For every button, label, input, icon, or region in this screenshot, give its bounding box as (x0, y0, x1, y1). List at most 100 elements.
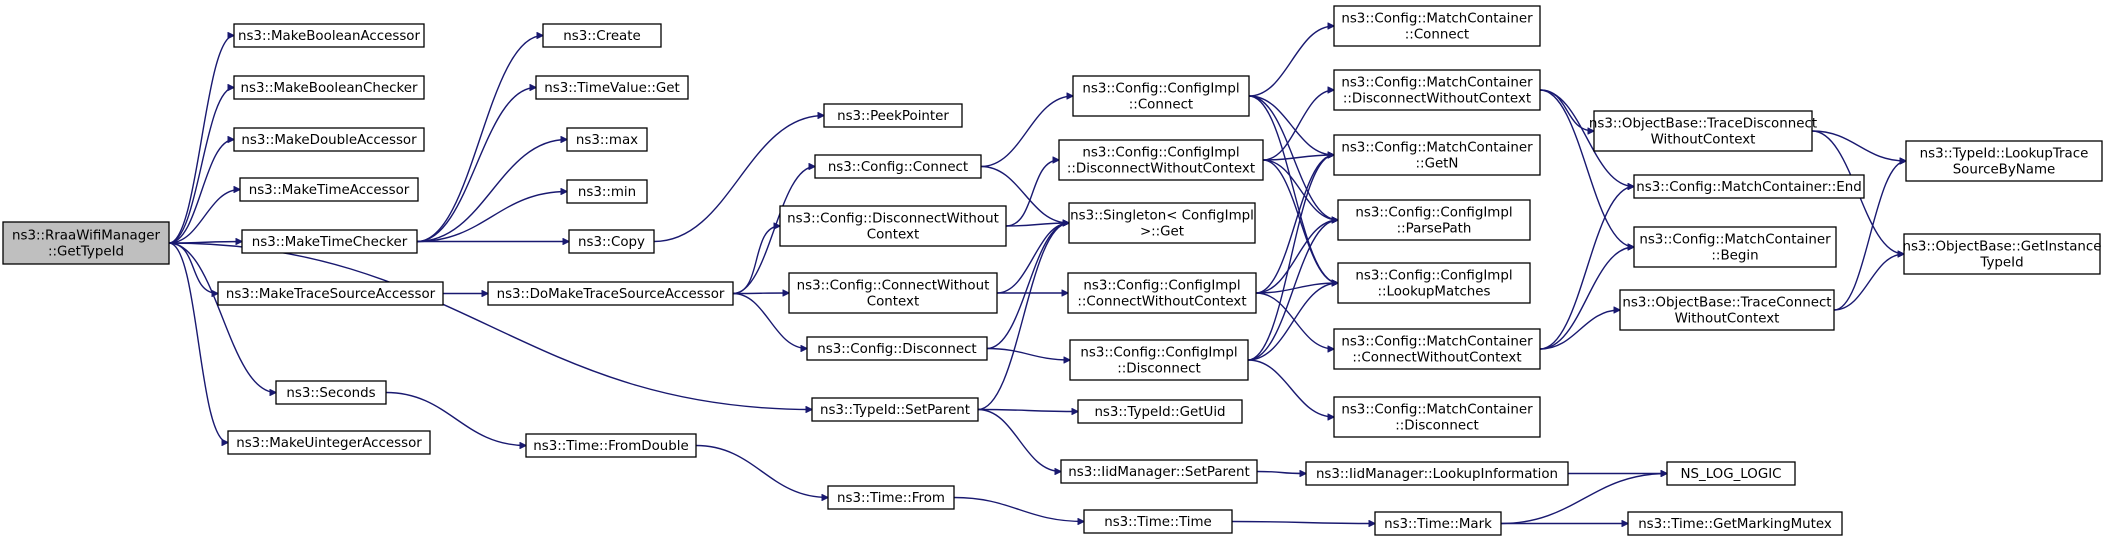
node-tvget[interactable]: ns3::TimeValue::Get (535, 75, 689, 100)
node-mccon[interactable]: ns3::Config::MatchContainer::Connect (1333, 5, 1541, 47)
edge-arrow (1539, 89, 1594, 131)
edge-cicwc-to-mcgetn (1255, 155, 1334, 294)
node-obtcwc[interactable]: ns3::ObjectBase::TraceConnectWithoutCont… (1619, 289, 1835, 331)
node-label: ns3::Config::MatchContainer::End (1636, 180, 1862, 195)
node-box (487, 281, 734, 306)
node-mcend[interactable]: ns3::Config::MatchContainer::End (1633, 174, 1865, 199)
node-label: ::Connect (1129, 98, 1193, 113)
edge-root-to-mda (168, 140, 234, 244)
node-obtdwc[interactable]: ns3::ObjectBase::TraceDisconnectWithoutC… (1589, 110, 1817, 152)
node-box (1069, 339, 1249, 381)
node-tgmm[interactable]: ns3::Time::GetMarkingMutex (1627, 511, 1843, 536)
edge-cidisc-to-mcgetn (1247, 155, 1334, 361)
edge-arrow (1247, 283, 1338, 361)
node-cicwc[interactable]: ns3::Config::ConfigImpl::ConnectWithoutC… (1067, 272, 1257, 314)
node-box (568, 229, 655, 254)
edge-arrow (1539, 187, 1634, 350)
edge-mcdwc-to-obtdwc (1539, 89, 1594, 131)
edge-cicon-to-cilookup (1248, 95, 1338, 283)
node-mtc[interactable]: ns3::MakeTimeChecker (241, 229, 418, 254)
node-mcdwc[interactable]: ns3::Config::MatchContainer::DisconnectW… (1333, 69, 1541, 111)
node-ciparse[interactable]: ns3::Config::ConfigImpl::ParsePath (1337, 199, 1531, 241)
edges-layer (168, 26, 1906, 525)
node-label: ns3::MakeUintegerAccessor (236, 436, 422, 451)
node-tsp[interactable]: ns3::TypeId::SetParent (811, 397, 979, 422)
node-label: ns3::PeekPointer (837, 109, 949, 124)
edge-mccwc-to-mcend (1539, 187, 1634, 350)
node-max[interactable]: ns3::max (566, 127, 648, 152)
edge-arrow (980, 96, 1073, 168)
node-tfrom[interactable]: ns3::Time::From (827, 485, 955, 510)
node-label: ns3::Config::MatchContainer (1341, 12, 1533, 27)
edge-mtc-to-tvget (416, 88, 536, 243)
node-label: ::GetTypeId (48, 245, 124, 260)
node-label: ns3::Config::Connect (828, 160, 968, 175)
node-box (233, 23, 425, 48)
node-cdwc[interactable]: ns3::Config::DisconnectWithoutContext (779, 205, 1007, 247)
node-copy[interactable]: ns3::Copy (568, 229, 655, 254)
node-nslog[interactable]: NS_LOG_LOGIC (1666, 461, 1796, 486)
node-mta[interactable]: ns3::MakeTimeAccessor (239, 177, 419, 202)
edge-arrow (1833, 161, 1906, 311)
node-mua[interactable]: ns3::MakeUintegerAccessor (227, 430, 431, 455)
edge-tmark-to-nslog (1500, 474, 1667, 525)
node-ttime[interactable]: ns3::Time::Time (1083, 509, 1233, 534)
edge-arrow (695, 444, 828, 498)
node-box (1633, 174, 1865, 199)
node-mcbegin[interactable]: ns3::Config::MatchContainer::Begin (1633, 226, 1837, 268)
node-box (1337, 262, 1531, 304)
node-tgu[interactable]: ns3::TypeId::GetUid (1077, 399, 1243, 424)
node-ccwc[interactable]: ns3::Config::ConnectWithoutContext (788, 272, 998, 314)
edge-mtc-to-min (416, 192, 567, 243)
node-cilookup[interactable]: ns3::Config::ConfigImpl::LookupMatches (1337, 262, 1531, 304)
node-mbc[interactable]: ns3::MakeBooleanChecker (233, 75, 425, 100)
node-label: ns3::TypeId::LookupTrace (1920, 147, 2089, 162)
edge-obtcwc-to-tidlts (1833, 161, 1906, 311)
node-tfd[interactable]: ns3::Time::FromDouble (525, 433, 697, 458)
edge-mccwc-to-obtcwc (1539, 310, 1620, 350)
node-label: ns3::MakeTimeAccessor (249, 183, 410, 198)
edge-cidisc-to-mcdisc (1247, 359, 1334, 417)
node-root[interactable]: ns3::RraaWifiManager::GetTypeId (2, 221, 170, 265)
node-iidsp[interactable]: ns3::IidManager::SetParent (1060, 459, 1258, 484)
node-mtsa[interactable]: ns3::MakeTraceSourceAccessor (217, 281, 444, 306)
edge-cdwc-to-singleton (1005, 223, 1069, 227)
node-iidli[interactable]: ns3::IidManager::LookupInformation (1305, 461, 1569, 486)
node-create[interactable]: ns3::Create (542, 23, 662, 48)
node-mcgetn[interactable]: ns3::Config::MatchContainer::GetN (1333, 134, 1541, 176)
edge-ttime-to-tmark (1231, 522, 1375, 524)
edge-arrow (986, 347, 1070, 361)
node-mccwc[interactable]: ns3::Config::MatchContainer::ConnectWith… (1333, 328, 1541, 370)
node-dmtsa[interactable]: ns3::DoMakeTraceSourceAccessor (487, 281, 734, 306)
edge-arrow (1005, 160, 1059, 227)
node-mcdisc[interactable]: ns3::Config::MatchContainer::Disconnect (1333, 396, 1541, 438)
node-box (1905, 140, 2103, 182)
node-cidisc[interactable]: ns3::Config::ConfigImpl::Disconnect (1069, 339, 1249, 381)
node-box (806, 336, 988, 361)
node-label: ::LookupMatches (1377, 285, 1490, 300)
node-label: ns3::min (578, 185, 636, 200)
node-cdisc[interactable]: ns3::Config::Disconnect (806, 336, 988, 361)
edge-arrow (1255, 155, 1334, 294)
node-cidwc[interactable]: ns3::Config::ConfigImpl::DisconnectWitho… (1058, 139, 1264, 181)
node-cicon[interactable]: ns3::Config::ConfigImpl::Connect (1072, 75, 1250, 117)
node-sec[interactable]: ns3::Seconds (275, 380, 387, 405)
node-label: ns3::MakeDoubleAccessor (241, 133, 417, 148)
node-singleton[interactable]: ns3::Singleton< ConfigImpl >::Get (1068, 202, 1256, 244)
node-tmark[interactable]: ns3::Time::Mark (1374, 511, 1502, 536)
node-label: ns3::MakeTraceSourceAccessor (226, 287, 436, 302)
node-box (227, 430, 431, 455)
node-mba[interactable]: ns3::MakeBooleanAccessor (233, 23, 425, 48)
node-mda[interactable]: ns3::MakeDoubleAccessor (233, 127, 425, 152)
node-cconn[interactable]: ns3::Config::Connect (814, 154, 982, 179)
node-label: ns3::Config::ConfigImpl (1355, 269, 1512, 284)
edge-arrow (1262, 90, 1334, 161)
node-min[interactable]: ns3::min (566, 179, 648, 204)
edge-tfd-to-tfrom (695, 444, 828, 498)
node-peek[interactable]: ns3::PeekPointer (823, 103, 963, 128)
node-label: ns3::MakeBooleanChecker (241, 81, 418, 96)
node-box (2, 221, 170, 265)
node-label: NS_LOG_LOGIC (1680, 467, 1781, 482)
